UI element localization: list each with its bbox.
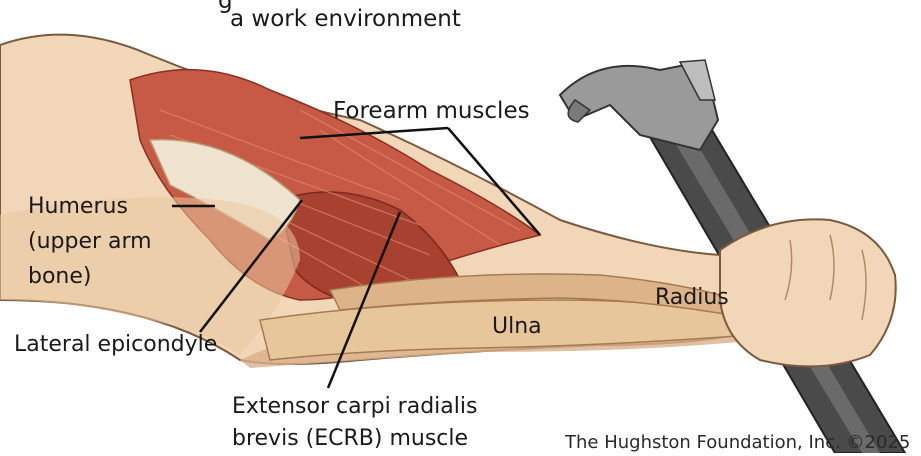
credit-text: The Hughston Foundation, Inc. ©2025	[565, 429, 910, 456]
label-ecrb-line1: Extensor carpi radialis	[232, 393, 477, 420]
label-humerus: Humerus	[28, 193, 128, 220]
label-ecrb-line2: brevis (ECRB) muscle	[232, 425, 468, 452]
label-humerus-line2: (upper arm	[28, 228, 152, 255]
arm	[0, 35, 896, 368]
label-lateral-epicondyle: Lateral epicondyle	[14, 331, 217, 358]
hand-fist	[720, 219, 896, 366]
label-humerus-line3: bone)	[28, 263, 92, 290]
caption-subtitle: a work environment	[230, 6, 461, 33]
label-forearm-muscles: Forearm muscles	[333, 98, 530, 125]
label-radius: Radius	[655, 284, 729, 311]
label-ulna: Ulna	[492, 313, 542, 340]
